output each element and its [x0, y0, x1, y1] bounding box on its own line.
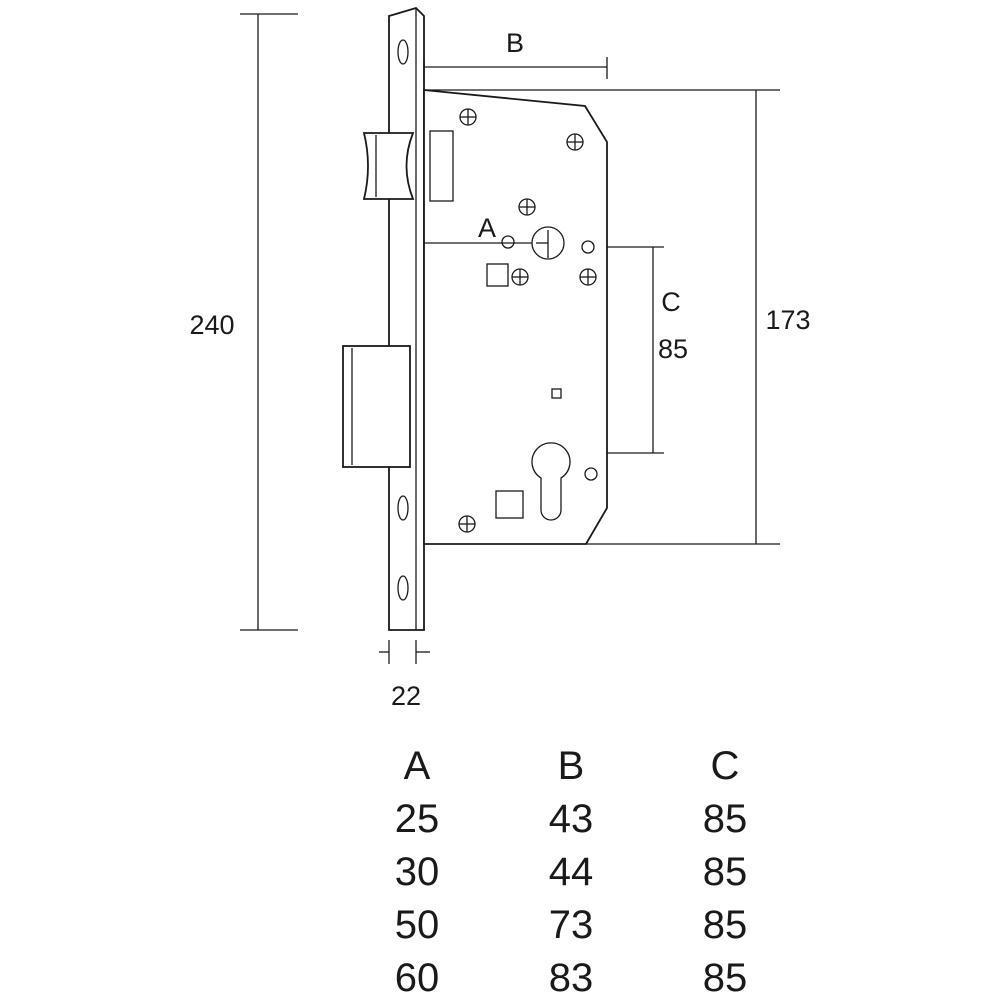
dimension-table: A B C 25 43 85 30 44 85 50 73 85 60 83 8…: [340, 740, 802, 1005]
table-cell: 44: [548, 850, 594, 894]
dimension-173-label: 173: [765, 305, 810, 335]
table-cell: 85: [702, 956, 748, 1000]
case-screws: [458, 108, 597, 533]
screw-icon: [518, 198, 536, 216]
faceplate: [388, 6, 425, 631]
table-header: B: [557, 744, 585, 788]
table-header: A: [403, 744, 431, 788]
table-header: C: [710, 744, 740, 788]
dimension-c-label: C: [661, 287, 681, 317]
table-row: 25 43 85: [340, 793, 802, 846]
faceplate-screw-hole-top: [397, 39, 409, 65]
screw-icon: [459, 108, 477, 126]
table-row: 50 73 85: [340, 899, 802, 952]
dimension-overall-height: 240: [189, 13, 298, 631]
small-hole: [581, 240, 595, 254]
table-cell: 73: [548, 903, 594, 947]
table-cell: 85: [702, 797, 748, 841]
table-cell: 25: [394, 797, 440, 841]
table-cell: 85: [702, 850, 748, 894]
table-cell: 30: [394, 850, 440, 894]
lock-case: [423, 89, 608, 545]
screw-icon: [566, 133, 584, 151]
screw-icon: [579, 268, 597, 286]
faceplate-screw-hole-bottom: [397, 575, 409, 601]
table-cell: 60: [394, 956, 440, 1000]
latch-slot: [429, 130, 454, 202]
cylinder-keyhole: [531, 442, 571, 521]
small-hole: [501, 235, 515, 249]
screw-icon: [458, 515, 476, 533]
dimension-case-height: 173: [424, 89, 811, 545]
dead-bolt: [342, 345, 411, 468]
small-square: [551, 388, 562, 399]
table-cell: 85: [702, 903, 748, 947]
dimension-22-label: 22: [391, 681, 421, 711]
table-cell: 50: [394, 903, 440, 947]
table-cell: 83: [548, 956, 594, 1000]
dimension-c-value: 85: [658, 334, 688, 364]
faceplate-screw-hole-mid: [397, 495, 409, 521]
square-lug: [495, 490, 524, 519]
dimension-c: C 85: [607, 246, 688, 454]
dimension-b-label: B: [506, 28, 524, 58]
dimension-a-label: A: [478, 213, 496, 243]
table-header-row: A B C: [340, 740, 802, 793]
dimension-a: A: [424, 213, 532, 244]
table-row: 30 44 85: [340, 846, 802, 899]
follower-square: [486, 263, 509, 287]
dimension-240-label: 240: [189, 310, 234, 340]
dimension-b: B: [423, 28, 608, 82]
screw-icon: [511, 268, 529, 286]
dimension-faceplate-width: 22: [379, 640, 430, 711]
table-cell: 43: [548, 797, 594, 841]
latch-bolt: [362, 132, 415, 200]
table-row: 60 83 85: [340, 952, 802, 1005]
small-hole: [584, 467, 598, 481]
